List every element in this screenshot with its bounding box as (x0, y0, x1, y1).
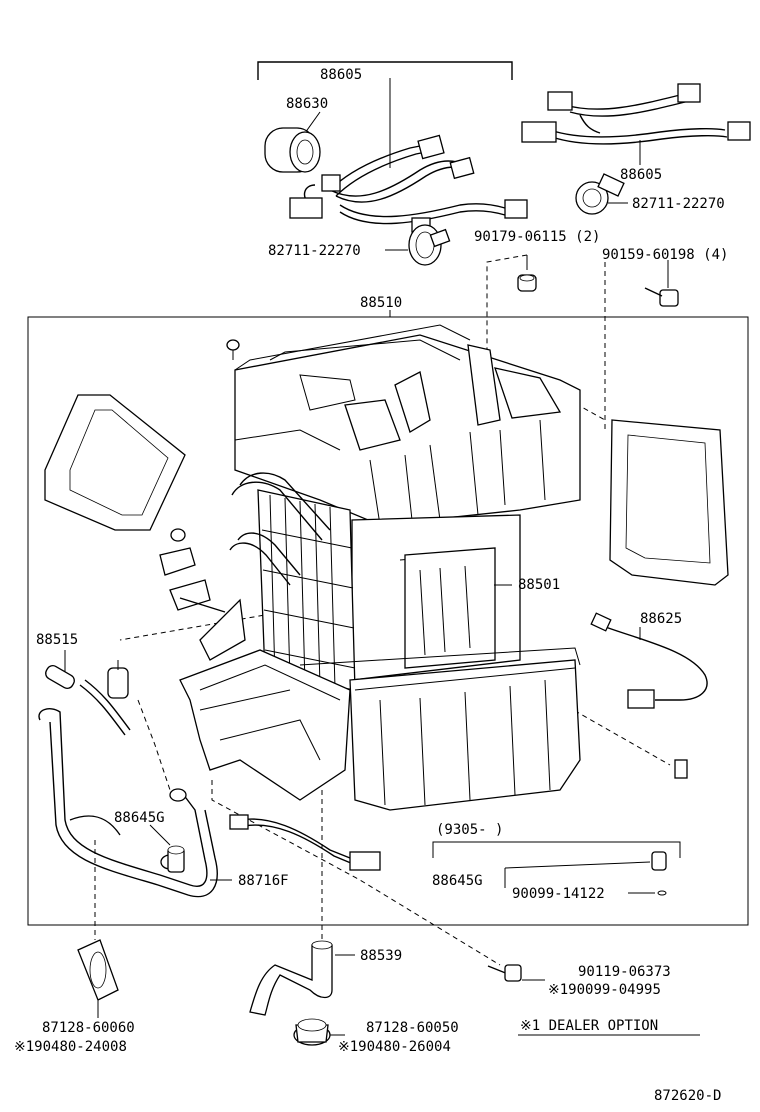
label-88716f: 88716F (238, 873, 289, 889)
label-leaders (210, 584, 641, 881)
label-90159: 90159-60198 (4) (602, 247, 728, 263)
option-box-9305 (432, 841, 681, 896)
label-88501: 88501 (518, 577, 560, 593)
label-87128-60050: 87128-60050 (366, 1020, 459, 1036)
heater-cooling-unit-88510 (179, 324, 581, 811)
label-88625: 88625 (640, 611, 682, 627)
pipe-88716f (38, 708, 218, 898)
label-82711-left: 82711-22270 (268, 243, 361, 259)
bolt-90119 (487, 964, 545, 982)
wire-harness-88605-group (257, 61, 528, 266)
label-190099: ※190099-04995 (548, 982, 661, 998)
switch-wire (229, 814, 381, 871)
harness-connectors (289, 134, 528, 233)
label-88630: 88630 (286, 96, 328, 112)
label-9305: (9305- ) (436, 822, 503, 838)
label-90179: 90179-06115 (2) (474, 229, 600, 245)
clamp-82711-left (408, 224, 451, 266)
label-90099: 90099-14122 (512, 886, 605, 902)
assembly-frame (27, 316, 749, 926)
bolt-90159 (644, 260, 679, 307)
label-88515: 88515 (36, 632, 78, 648)
seal-right (609, 419, 729, 586)
connector-88630 (264, 127, 321, 173)
seal-left (44, 394, 186, 531)
label-diagram-code: 872620-D (654, 1088, 721, 1104)
label-90119: 90119-06373 (578, 964, 671, 980)
wire-harness-88605-right (521, 83, 751, 215)
clamp-82711-right (575, 173, 625, 215)
sensor-88515 (45, 650, 131, 736)
drain-hose-88539 (249, 940, 355, 1016)
nut-90179 (517, 255, 537, 292)
label-88645g-right: 88645G (432, 873, 483, 889)
label-88510: 88510 (360, 295, 402, 311)
pressure-switch-88645g-left (149, 824, 185, 873)
label-190480-26004: ※190480-26004 (338, 1039, 451, 1055)
grommet-87128-60060 (77, 939, 119, 1018)
label-88539: 88539 (360, 948, 402, 964)
label-82711-right: 82711-22270 (632, 196, 725, 212)
label-88645g-left: 88645G (114, 810, 165, 826)
evaporator-core-88501 (257, 489, 356, 691)
small-fasteners (159, 339, 240, 613)
label-87128-60060: 87128-60060 (42, 1020, 135, 1036)
grommet-87128-60050 (293, 1018, 345, 1046)
label-dealer-option: ※1 DEALER OPTION (520, 1018, 658, 1034)
label-88605-right: 88605 (620, 167, 662, 183)
thermistor-88625 (590, 612, 708, 779)
label-190480-24008: ※190480-24008 (14, 1039, 127, 1055)
label-88605-top: 88605 (320, 67, 362, 83)
